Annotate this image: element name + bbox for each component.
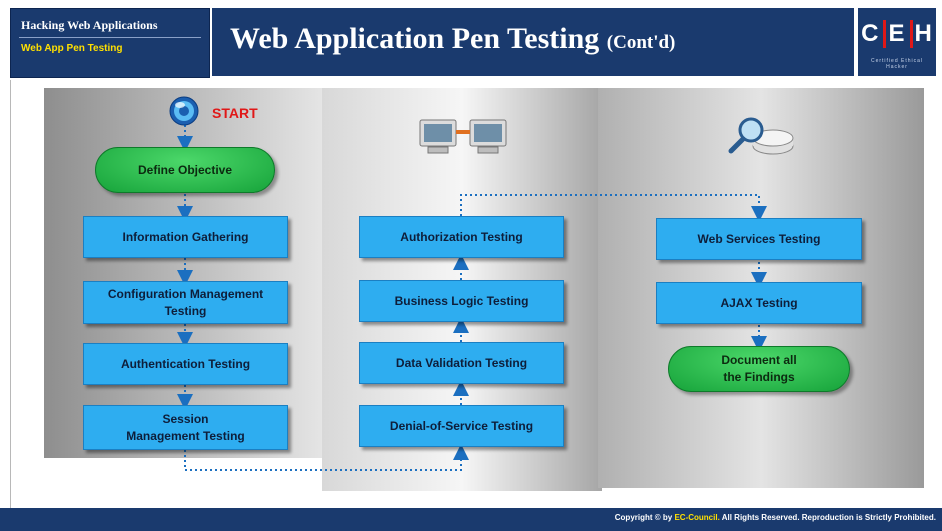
footer-bar: Copyright © by EC-Council. All Rights Re… (0, 508, 942, 531)
copyright-prefix: Copyright © by (614, 513, 673, 522)
authentication-testing-node: Authentication Testing (83, 343, 288, 385)
logo-letter-c: C (861, 20, 880, 47)
arrow-col2-to-col3 (460, 194, 767, 222)
slide-header: Hacking Web Applications Web App Pen Tes… (0, 0, 942, 80)
ec-council-brand: EC-Council. (674, 513, 720, 522)
information-gathering-node: Information Gathering (83, 216, 288, 258)
magnifier-disk-icon (728, 117, 794, 155)
module-title: Web App Pen Testing (21, 43, 123, 54)
copyright-notice: Copyright © by EC-Council. All Rights Re… (615, 513, 936, 522)
data-validation-testing-node: Data Validation Testing (359, 342, 564, 384)
authorization-testing-node: Authorization Testing (359, 216, 564, 258)
course-title: Hacking Web Applications (21, 18, 158, 32)
configuration-management-node: Configuration Management Testing (83, 281, 288, 324)
start-orb-icon (169, 96, 199, 126)
ajax-testing-node: AJAX Testing (656, 282, 862, 324)
arrow-col1-to-col2 (184, 444, 469, 471)
web-services-testing-node: Web Services Testing (656, 218, 862, 260)
networked-computers-icon (419, 119, 507, 154)
page-title: Web Application Pen Testing (Cont'd) (230, 22, 675, 56)
title-bar: Web Application Pen Testing (Cont'd) (212, 8, 854, 76)
denial-of-service-testing-node: Denial-of-Service Testing (359, 405, 564, 447)
start-label: START (212, 105, 258, 121)
page-title-suffix: (Cont'd) (606, 32, 676, 53)
page-title-text: Web Application Pen Testing (230, 22, 600, 55)
logo-letter-e: E (883, 20, 907, 48)
define-objective-node: Define Objective (95, 147, 275, 193)
course-badge: Hacking Web Applications Web App Pen Tes… (10, 8, 210, 78)
document-findings-node: Document all the Findings (668, 346, 850, 392)
logo-tagline: Certified Ethical Hacker (870, 58, 923, 70)
divider (19, 37, 201, 38)
copyright-suffix: All Rights Reserved. Reproduction is Str… (721, 513, 936, 522)
session-management-node: Session Management Testing (83, 405, 288, 450)
logo-letter-h: H (909, 20, 935, 48)
business-logic-testing-node: Business Logic Testing (359, 280, 564, 322)
